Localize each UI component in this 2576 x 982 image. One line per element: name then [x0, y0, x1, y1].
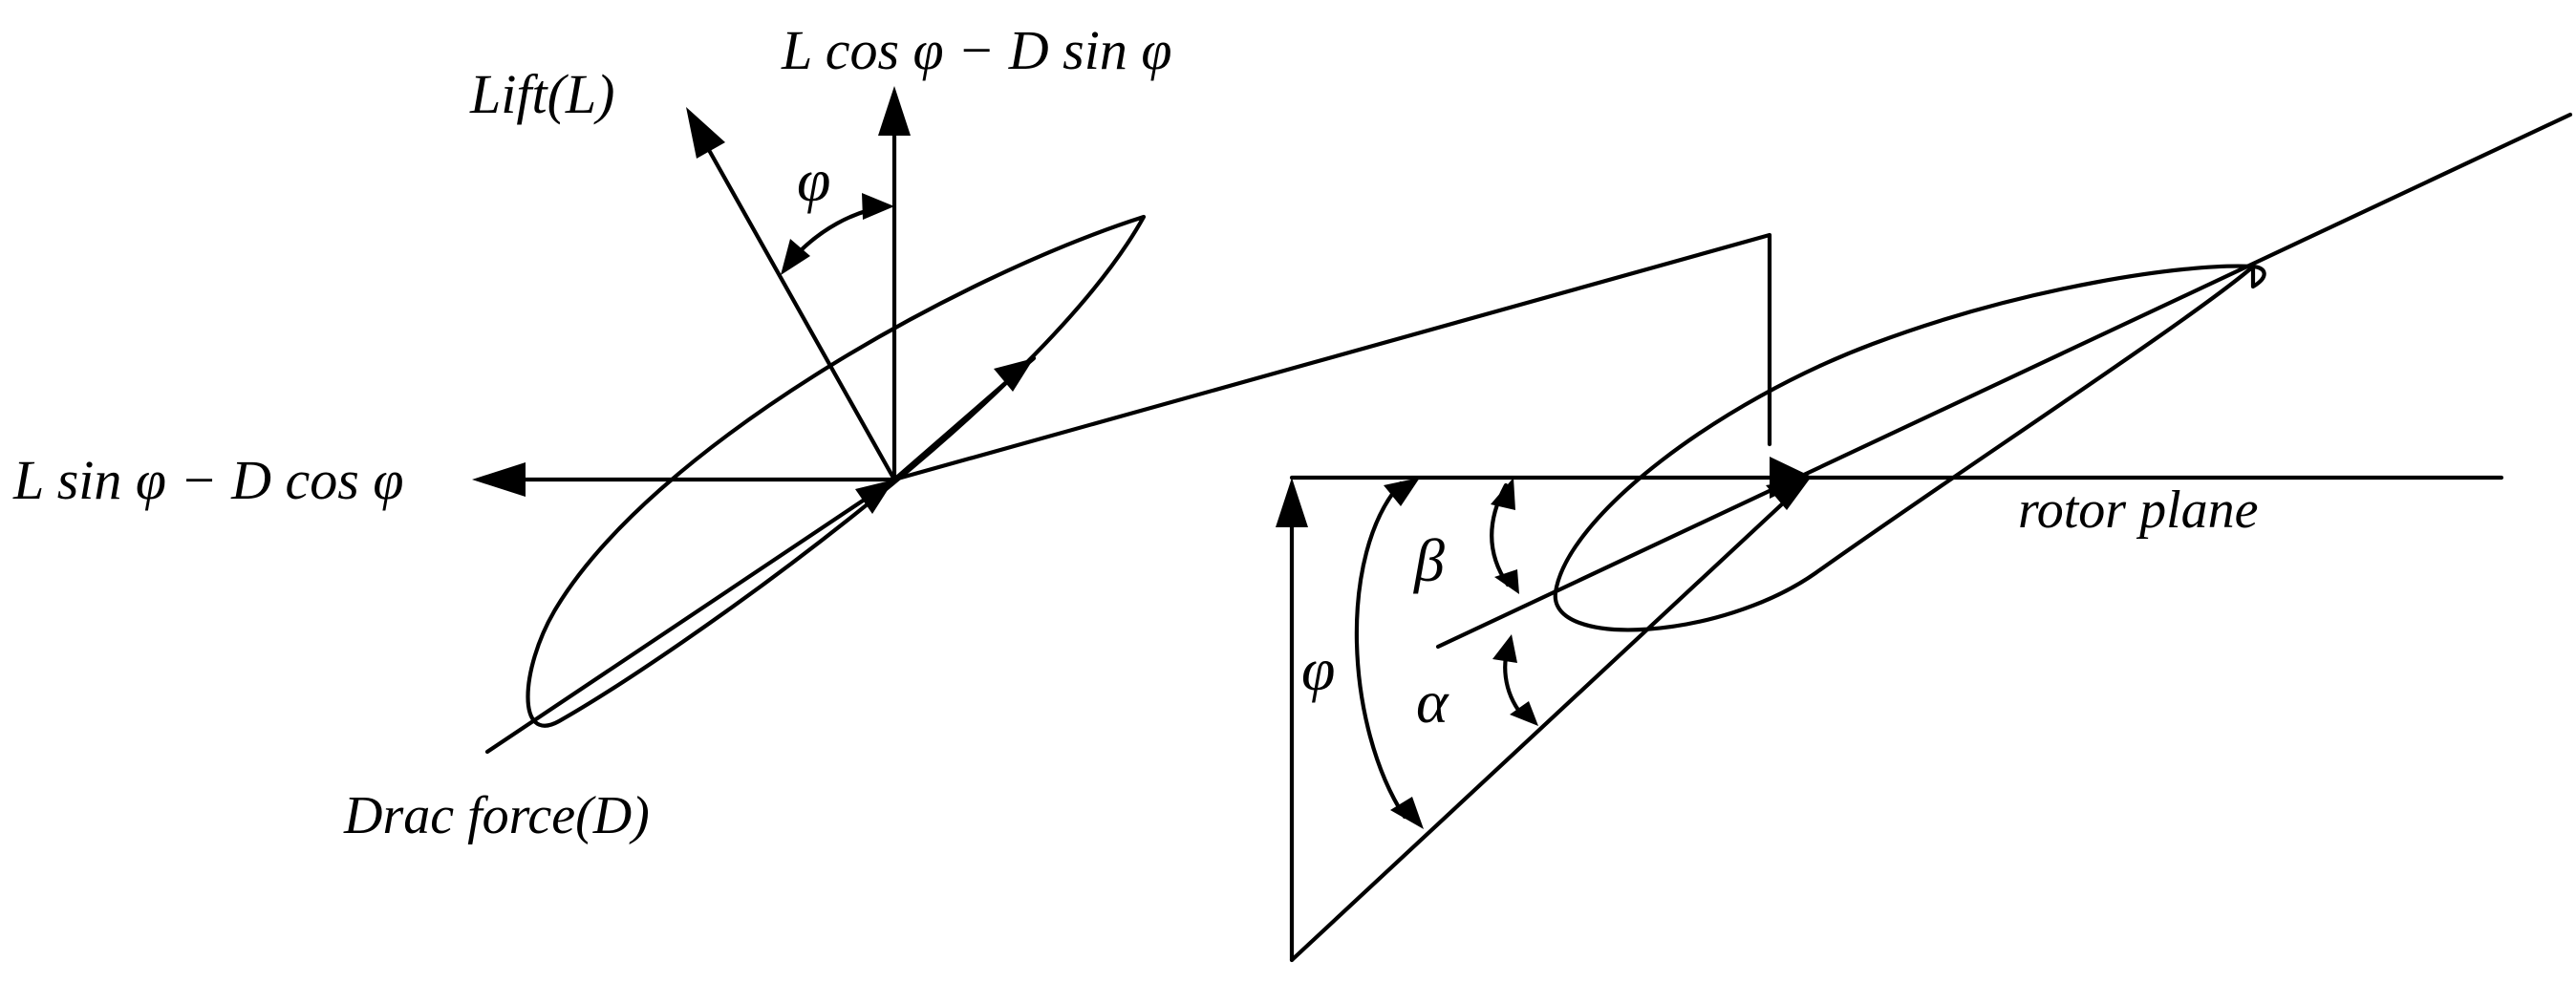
alpha-arc-head-bottom	[1510, 701, 1538, 726]
rotor-plane-arrow-head	[1770, 457, 1814, 499]
drag-force-label: Drac force(D)	[343, 786, 650, 845]
lift-label: Lift(L)	[469, 63, 615, 125]
phi-top-arc-head-right	[862, 193, 894, 220]
drag-arrow-head	[855, 480, 894, 514]
rotor-plane-label: rotor plane	[2018, 480, 2258, 540]
beta-arc-head-bottom	[1494, 569, 1519, 594]
phi-left-arc-head-bottom	[1390, 797, 1424, 829]
connector-line	[891, 232, 1772, 482]
lift-arrow	[702, 140, 897, 482]
triangle-vertical-arrow-head	[1276, 478, 1308, 527]
beta-label: β	[1412, 526, 1445, 594]
alpha-arc-head-top	[1492, 634, 1517, 663]
right-angle-group	[1276, 112, 2573, 963]
phi-left-label: φ	[1301, 635, 1335, 703]
left-airfoil-group	[472, 86, 1147, 755]
vertical-component-label: L cos φ − D sin φ	[781, 19, 1171, 81]
lift-arrow-head	[686, 107, 725, 159]
horizontal-component-label: L sin φ − D cos φ	[12, 449, 403, 511]
alpha-label: α	[1416, 668, 1449, 736]
left-airfoil-outline	[526, 214, 1147, 728]
phi-left-arc-head-top	[1384, 478, 1420, 506]
horizontal-component-arrow-head	[472, 462, 526, 497]
blade-velocity-arrow-head	[994, 358, 1034, 392]
vertical-component-arrow-head	[878, 86, 911, 136]
right-chord-line	[1435, 112, 2573, 650]
phi-left-arc	[1354, 480, 1407, 820]
phi-top-label: φ	[797, 146, 830, 214]
beta-arc-head-top	[1491, 478, 1515, 510]
phi-top-arc-head-left	[781, 239, 810, 275]
right-airfoil-outline	[1553, 264, 2266, 632]
relative-wind-line	[1289, 499, 1788, 963]
left-chord-line	[484, 477, 897, 755]
